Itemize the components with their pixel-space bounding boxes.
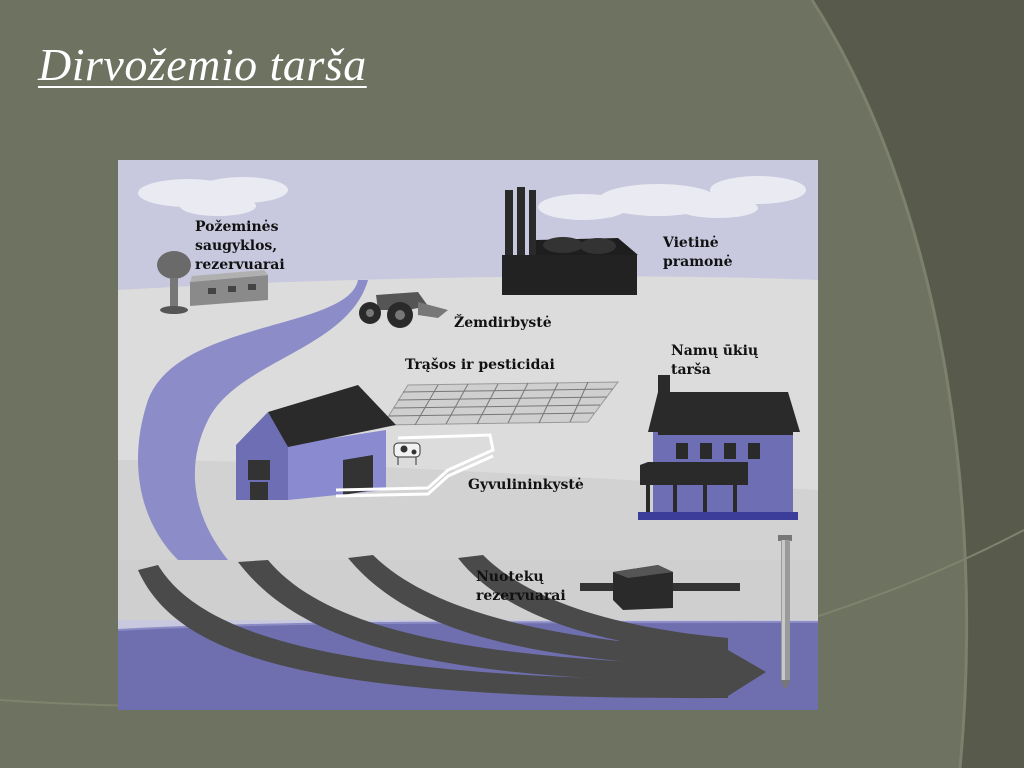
- label-livestock: Gyvulininkystė: [468, 477, 584, 493]
- label-storage-line3: rezervuarai: [195, 257, 285, 273]
- barn: [236, 385, 396, 500]
- label-fertilizers: Trąšos ir pesticidai: [405, 357, 555, 373]
- label-sewage-line2: rezervuarai: [476, 588, 566, 604]
- label-sewage-line1: Nuotekų: [476, 569, 544, 585]
- label-household-line2: tarša: [671, 362, 711, 378]
- field-grid: [382, 381, 620, 426]
- tractor: [359, 292, 448, 328]
- livestock-pen: [335, 433, 495, 498]
- sewage-tank: [580, 565, 740, 610]
- label-industry: Vietinė pramonė: [663, 234, 732, 272]
- label-storage: Požeminės saugyklos, rezervuarai: [195, 218, 285, 275]
- cow: [393, 442, 421, 465]
- cloud-left: [138, 177, 288, 216]
- label-agriculture: Žemdirbystė: [454, 315, 552, 331]
- cloud-right: [538, 176, 806, 220]
- label-household: Namų ūkių tarša: [671, 342, 758, 380]
- factory: [502, 187, 638, 295]
- slide-title: Dirvožemio tarša: [38, 39, 367, 90]
- label-sewage: Nuotekų rezervuarai: [476, 568, 566, 606]
- storage-building: [190, 270, 268, 306]
- water-tower: [157, 251, 191, 314]
- flow-arrows: [138, 555, 766, 699]
- diagram-illustration: [118, 160, 818, 710]
- label-storage-line1: Požeminės: [195, 219, 279, 235]
- label-household-line1: Namų ūkių: [671, 343, 759, 359]
- house: [638, 375, 800, 520]
- soil-pollution-diagram: Požeminės saugyklos, rezervuarai Vietinė…: [118, 160, 818, 710]
- label-storage-line2: saugyklos,: [195, 238, 278, 254]
- label-industry-line2: pramonė: [663, 254, 733, 270]
- well-pipe: [778, 535, 792, 688]
- label-industry-line1: Vietinė: [663, 235, 719, 251]
